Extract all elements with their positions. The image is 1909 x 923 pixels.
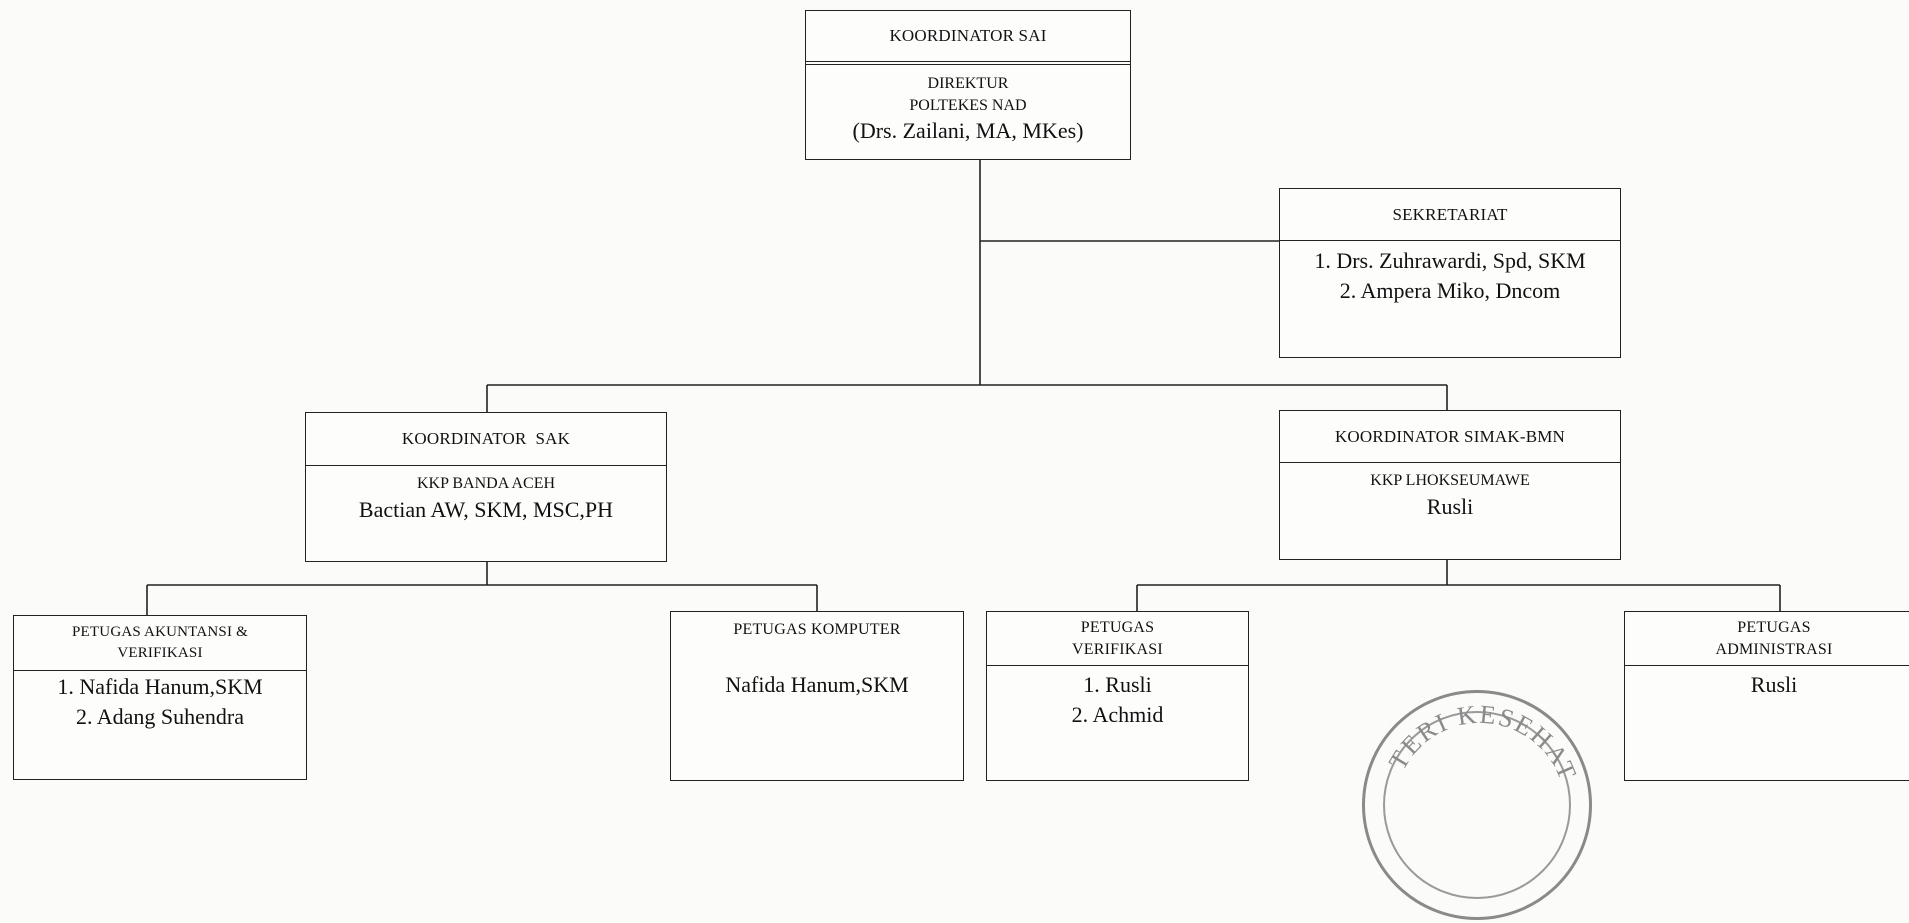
koordinator-simak-box: KOORDINATOR SIMAK-BMN KKP LHOKSEUMAWE Ru…	[1279, 410, 1621, 560]
koordinator-sai-body: DIREKTUR POLTEKES NAD (Drs. Zailani, MA,…	[806, 65, 1130, 146]
poltekes-label: POLTEKES NAD	[909, 96, 1027, 114]
official-seal-stamp: TERI KESEHAT	[1362, 690, 1592, 920]
sekretariat-title: SEKRETARIAT	[1280, 189, 1620, 241]
koordinator-simak-title: KOORDINATOR SIMAK-BMN	[1280, 411, 1620, 463]
sekretariat-member-1: 1. Drs. Zuhrawardi, Spd, SKM	[1314, 248, 1586, 273]
verifikasi-member-1: 1. Rusli	[1083, 672, 1152, 697]
sekretariat-body: 1. Drs. Zuhrawardi, Spd, SKM 2. Ampera M…	[1280, 241, 1620, 305]
sekretariat-member-2: 2. Ampera Miko, Dncom	[1339, 277, 1561, 303]
petugas-akuntansi-title-line-1: PETUGAS AKUNTANSI &	[72, 624, 248, 640]
svg-text:TERI KESEHAT: TERI KESEHAT	[1383, 700, 1583, 786]
petugas-administrasi-title-line-1: PETUGAS	[1737, 618, 1811, 636]
petugas-administrasi-box: PETUGAS ADMINISTRASI Rusli	[1624, 611, 1909, 781]
koordinator-sai-title: KOORDINATOR SAI	[806, 11, 1130, 65]
petugas-verifikasi-body: 1. Rusli 2. Achmid	[987, 666, 1248, 729]
petugas-verifikasi-title: PETUGAS VERIFIKASI	[987, 612, 1248, 666]
petugas-akuntansi-box: PETUGAS AKUNTANSI & VERIFIKASI 1. Nafida…	[13, 615, 307, 780]
connector-lines	[146, 160, 1781, 615]
akuntansi-member-1: 1. Nafida Hanum,SKM	[57, 674, 263, 699]
koordinator-sak-box: KOORDINATOR SAK KKP BANDA ACEH Bactian A…	[305, 412, 667, 562]
sekretariat-box: SEKRETARIAT 1. Drs. Zuhrawardi, Spd, SKM…	[1279, 188, 1621, 358]
kkp-lhokseumawe-label: KKP LHOKSEUMAWE	[1370, 472, 1530, 489]
komputer-member-1: Nafida Hanum,SKM	[725, 672, 909, 697]
verifikasi-member-2: 2. Achmid	[1071, 701, 1164, 727]
administrasi-member-1: Rusli	[1750, 672, 1798, 697]
koordinator-sai-box: KOORDINATOR SAI DIREKTUR POLTEKES NAD (D…	[805, 10, 1131, 160]
petugas-akuntansi-title-line-2: VERIFIKASI	[117, 645, 203, 661]
petugas-komputer-box: PETUGAS KOMPUTER Nafida Hanum,SKM	[670, 611, 964, 781]
petugas-akuntansi-title: PETUGAS AKUNTANSI & VERIFIKASI	[14, 616, 306, 671]
koordinator-simak-body: KKP LHOKSEUMAWE Rusli	[1280, 463, 1620, 521]
petugas-akuntansi-body: 1. Nafida Hanum,SKM 2. Adang Suhendra	[14, 671, 306, 731]
sai-name: (Drs. Zailani, MA, MKes)	[852, 118, 1084, 144]
petugas-administrasi-body: Rusli	[1625, 666, 1909, 700]
petugas-verifikasi-box: PETUGAS VERIFIKASI 1. Rusli 2. Achmid	[986, 611, 1249, 781]
koordinator-sak-title: KOORDINATOR SAK	[306, 413, 666, 466]
direktur-label: DIREKTUR	[927, 75, 1009, 92]
petugas-komputer-body: Nafida Hanum,SKM	[671, 664, 963, 700]
petugas-verifikasi-title-line-2: VERIFIKASI	[1072, 640, 1163, 658]
sak-name: Bactian AW, SKM, MSC,PH	[358, 496, 614, 522]
koordinator-sak-body: KKP BANDA ACEH Bactian AW, SKM, MSC,PH	[306, 466, 666, 524]
akuntansi-member-2: 2. Adang Suhendra	[75, 703, 245, 729]
petugas-komputer-title: PETUGAS KOMPUTER	[733, 621, 901, 638]
kkp-banda-aceh-label: KKP BANDA ACEH	[416, 475, 556, 492]
seal-text-arc: TERI KESEHAT	[1383, 700, 1583, 786]
petugas-verifikasi-title-line-1: PETUGAS	[1080, 618, 1155, 636]
petugas-administrasi-title-line-2: ADMINISTRASI	[1715, 640, 1833, 658]
petugas-administrasi-title: PETUGAS ADMINISTRASI	[1625, 612, 1909, 666]
simak-name: Rusli	[1426, 493, 1474, 519]
